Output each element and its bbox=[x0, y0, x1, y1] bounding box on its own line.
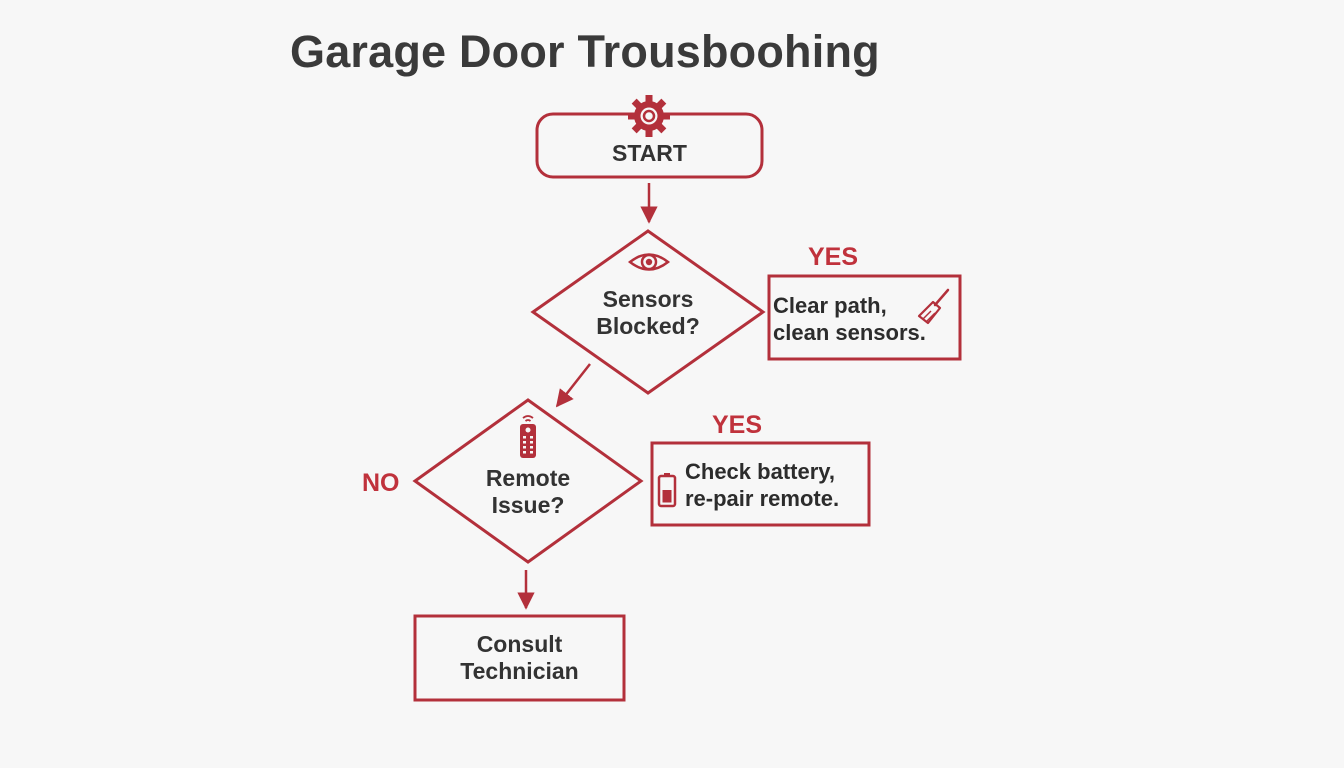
consult-technician-text: Consult Technician bbox=[420, 631, 619, 685]
check-battery-text: Check battery, re-pair remote. bbox=[685, 458, 839, 512]
check-battery-line2: re-pair remote. bbox=[685, 486, 840, 511]
sensors-node-text: Sensors Blocked? bbox=[563, 286, 733, 340]
remote-yes-label: YES bbox=[712, 411, 763, 439]
sensors-line1: Sensors bbox=[602, 286, 694, 312]
arrow-sensors-to-remote bbox=[555, 363, 591, 408]
sensors-yes-label: YES bbox=[808, 243, 859, 271]
page-title: Garage Door Trousboohing bbox=[290, 26, 880, 77]
remote-line1: Remote bbox=[485, 465, 571, 491]
remote-control-icon bbox=[520, 415, 536, 458]
sensors-line2: Blocked? bbox=[596, 313, 700, 339]
clear-path-action-box bbox=[767, 274, 962, 361]
clear-path-line1: Clear path, bbox=[773, 293, 887, 318]
clear-path-line2: clean sensors. bbox=[773, 320, 926, 345]
check-battery-action-box bbox=[650, 441, 871, 527]
clear-path-text: Clear path, clean sensors. bbox=[773, 292, 926, 346]
remote-no-label: NO bbox=[362, 469, 400, 497]
gear-icon bbox=[628, 95, 670, 137]
sensors-decision-node bbox=[530, 229, 766, 395]
remote-decision-node bbox=[412, 398, 644, 564]
consult-line2: Technician bbox=[460, 658, 579, 684]
broom-icon bbox=[917, 288, 950, 325]
consult-technician-box bbox=[413, 614, 626, 702]
eye-icon bbox=[627, 253, 671, 271]
consult-line1: Consult bbox=[476, 631, 563, 657]
remote-line2: Issue? bbox=[491, 492, 565, 518]
battery-icon bbox=[657, 473, 677, 508]
check-battery-line1: Check battery, bbox=[685, 459, 835, 484]
remote-node-text: Remote Issue? bbox=[448, 465, 608, 519]
start-node-label: START bbox=[612, 140, 687, 166]
